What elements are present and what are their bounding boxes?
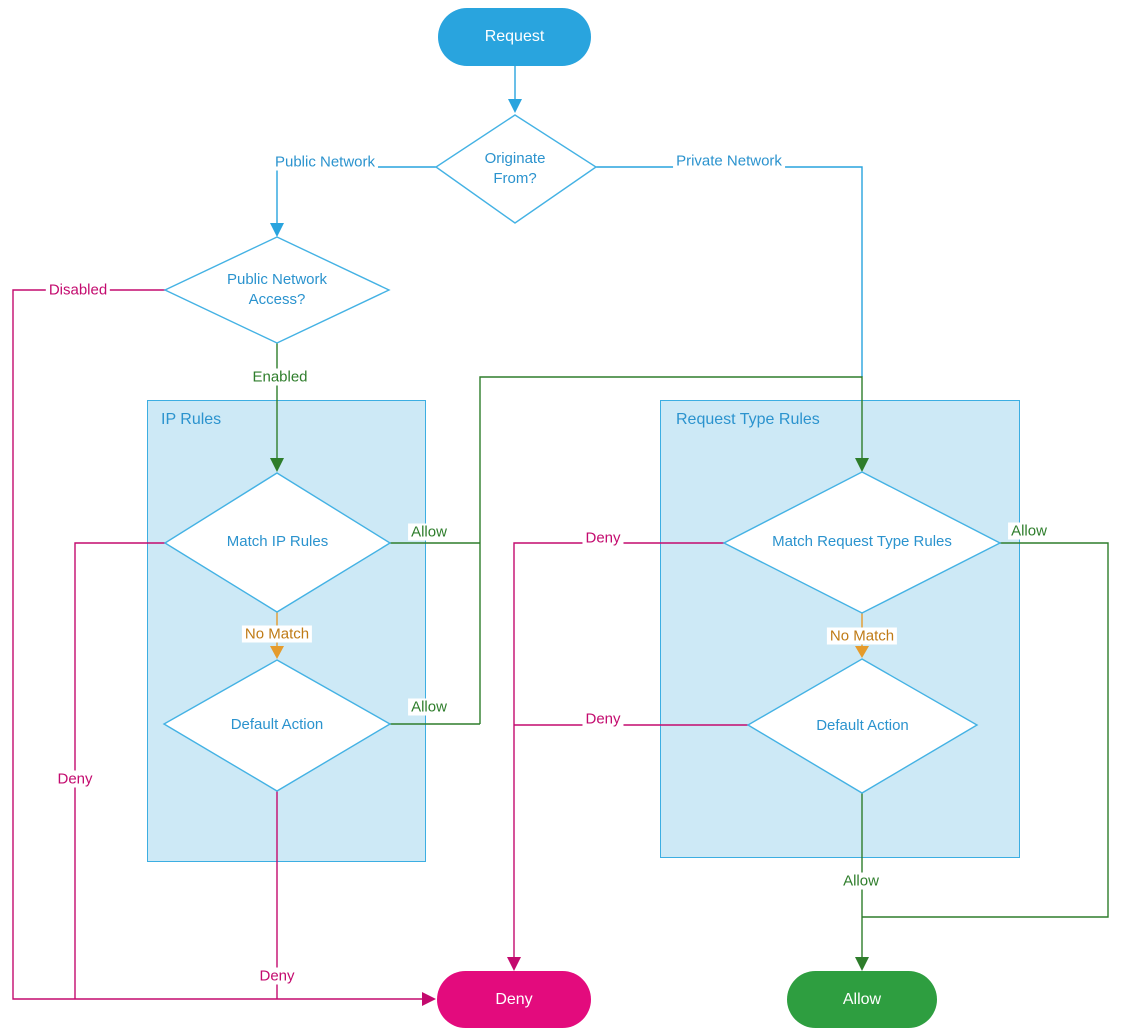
ip-default-action-diamond [162, 659, 392, 792]
request-terminal-label: Request [484, 28, 545, 45]
request-type-rules-group-label: Request Type Rules [676, 411, 820, 428]
match-ip-rules-diamond [163, 472, 392, 613]
deny-terminal: Deny [437, 971, 591, 1028]
request-terminal: Request [438, 8, 591, 66]
edge-private-network [596, 166, 863, 377]
deny-terminal-label: Deny [495, 990, 533, 1008]
rtr-match-deny-edge-label: Deny [582, 529, 624, 547]
rtr-default-allow-edge-label: Allow [840, 872, 882, 890]
originate-from-diamond [434, 114, 598, 224]
arrowhead-into-ip-default-action [270, 646, 284, 659]
edge-public-network [276, 166, 436, 223]
match-request-type-rules-diamond [722, 471, 1002, 614]
rtr-default-deny-edge-label: Deny [582, 710, 624, 728]
allow-terminal: Allow [787, 971, 937, 1028]
ip-default-deny-edge-label: Deny [256, 967, 298, 985]
arrowhead-into-deny-terminal-left [422, 992, 436, 1006]
rtr-match-allow-edge-label: Allow [1008, 522, 1050, 540]
arrowhead-into-deny-terminal-top [507, 957, 521, 971]
ip-match-allow-edge-label: Allow [408, 523, 450, 541]
arrowhead-into-allow-terminal [855, 957, 869, 971]
allow-terminal-label: Allow [842, 990, 882, 1008]
ip-match-deny-edge-label: Deny [54, 770, 96, 788]
edge-rtr-match-allow [862, 542, 1109, 918]
arrowhead-into-match-request-type-rules [855, 458, 869, 472]
edge-ip-match-deny [74, 542, 165, 999]
edge-rtr-match-deny [513, 542, 724, 957]
rtr-no-match-edge-label: No Match [826, 627, 898, 645]
ip-rules-group-label: IP Rules [161, 411, 222, 428]
edge-allow-to-request-type-rules [479, 376, 863, 724]
public-network-edge-label: Public Network [271, 153, 379, 171]
arrowhead-into-originate [508, 99, 522, 113]
disabled-edge-label: Disabled [45, 281, 111, 299]
rtr-default-action-diamond [746, 658, 979, 794]
public-network-access-diamond [163, 236, 391, 344]
enabled-edge-label: Enabled [249, 368, 311, 386]
ip-no-match-edge-label: No Match [241, 625, 313, 643]
ip-default-allow-edge-label: Allow [408, 698, 450, 716]
arrowhead-into-rtr-default-action [855, 646, 869, 658]
private-network-edge-label: Private Network [673, 152, 785, 170]
arrowhead-into-public-network-access [270, 223, 284, 237]
arrowhead-into-match-ip-rules [270, 458, 284, 472]
